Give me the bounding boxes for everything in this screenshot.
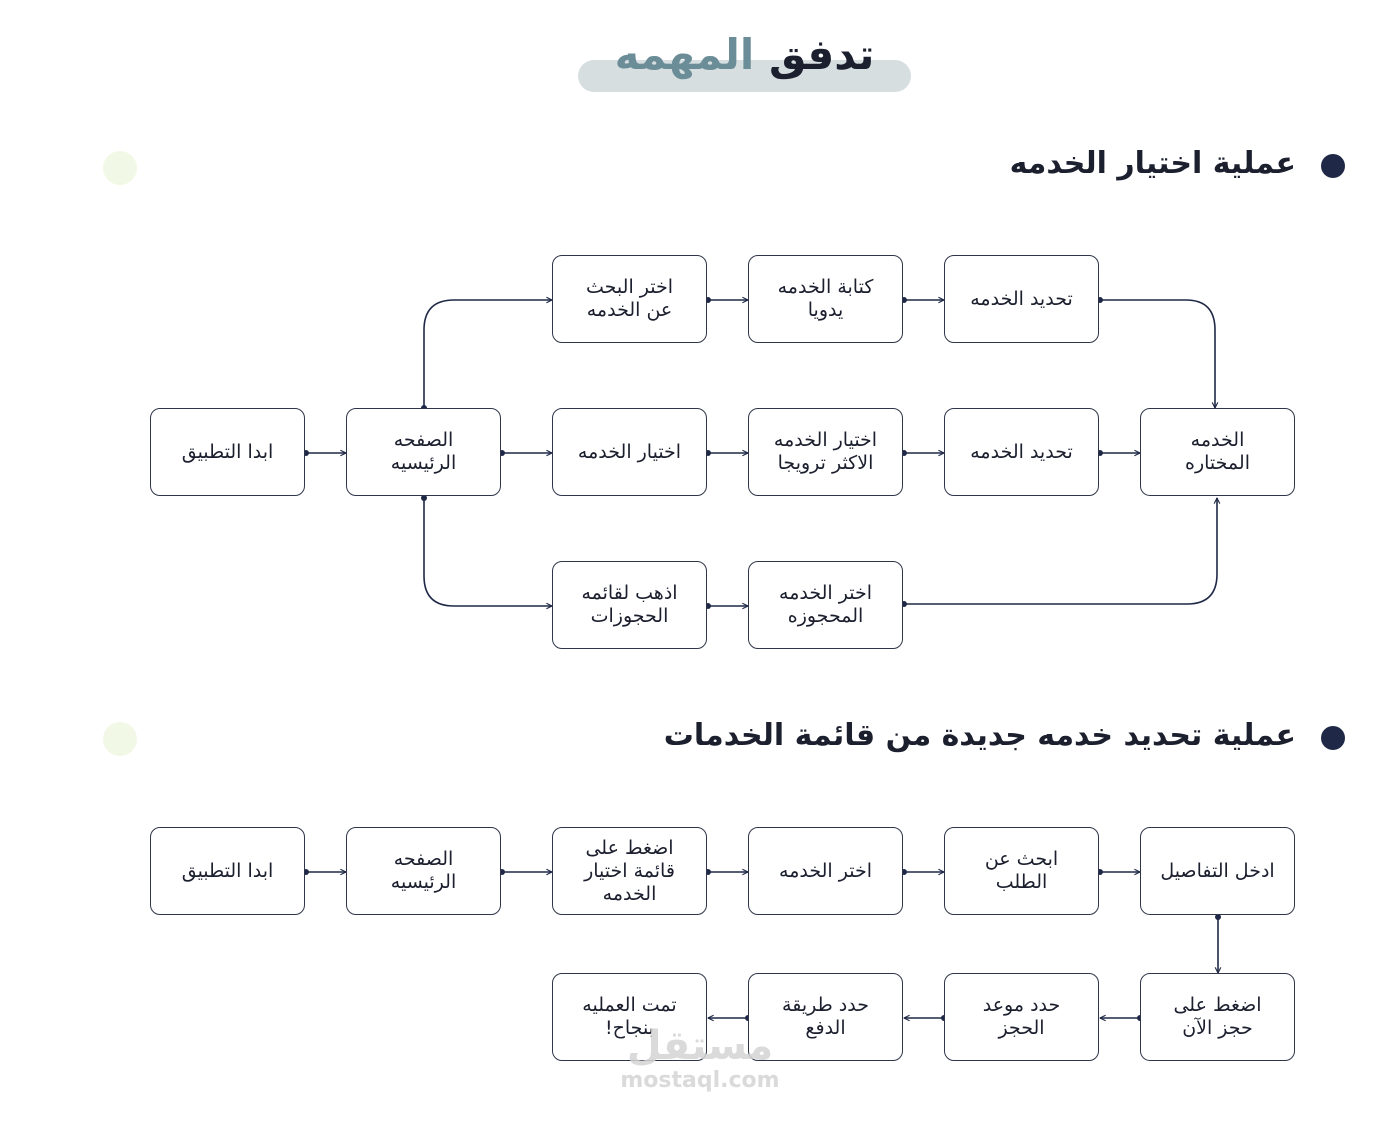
connector: [1100, 299, 1215, 408]
title-dark-word: تدفق: [768, 30, 875, 79]
flow2-book-now: اضغط على حجز الآن: [1140, 973, 1295, 1061]
title-text: تدفق المهمه: [578, 28, 911, 82]
flow1-go-to-bookings: اذهب لقائمه الحجوزات: [552, 561, 707, 649]
title-highlight: [578, 60, 911, 92]
section-1-heading: عملية اختيار الخدمه: [1009, 146, 1296, 181]
flow1-selected-service: الخدمه المختاره: [1140, 408, 1295, 496]
flow2-enter-details: ادخل التفاصيل: [1140, 827, 1295, 915]
flow2-success: تمت العمليه بنجاح!: [552, 973, 707, 1061]
connector: [423, 498, 552, 606]
flow2-set-booking-time: حدد موعد الحجز: [944, 973, 1099, 1061]
flow1-select-service-middle: تحديد الخدمه: [944, 408, 1099, 496]
flow2-choose-service: اختر الخدمه: [748, 827, 903, 915]
page-title: تدفق المهمه: [578, 28, 911, 92]
flow1-start-app: ابدا التطبيق: [150, 408, 305, 496]
flow2-set-payment-method: حدد طريقة الدفع: [748, 973, 903, 1061]
flow1-choose-search: اختر البحث عن الخدمه: [552, 255, 707, 343]
flow1-select-service-top: تحديد الخدمه: [944, 255, 1099, 343]
flow1-home-page: الصفحه الرئيسيه: [346, 408, 501, 496]
flow2-home-page: الصفحه الرئيسيه: [346, 827, 501, 915]
watermark-url: mostaql.com: [620, 1068, 780, 1093]
section-2-bullet: [1321, 726, 1345, 750]
decorative-circle: [103, 722, 137, 756]
flow2-start-app: ابدا التطبيق: [150, 827, 305, 915]
connector: [904, 498, 1217, 605]
connector: [423, 300, 552, 408]
flow1-choose-service: اختيار الخدمه: [552, 408, 707, 496]
flow2-search-request: ابحث عن الطلب: [944, 827, 1099, 915]
watermark: مستقل mostaql.com: [614, 1024, 786, 1094]
flow1-choose-booked-service: اختر الخدمه المحجوزه: [748, 561, 903, 649]
decorative-circle: [103, 151, 137, 185]
flow2-open-service-list: اضغط على قائمة اختيار الخدمه: [552, 827, 707, 915]
watermark-logo: مستقل: [626, 1023, 774, 1069]
section-1-bullet: [1321, 154, 1345, 178]
flow1-most-promoted-service: اختيار الخدمه الاكثر ترويجا: [748, 408, 903, 496]
title-light-word: المهمه: [614, 30, 755, 79]
flow1-type-service-manually: كتابة الخدمه يدويا: [748, 255, 903, 343]
section-2-heading: عملية تحديد خدمه جديدة من قائمة الخدمات: [663, 718, 1296, 753]
